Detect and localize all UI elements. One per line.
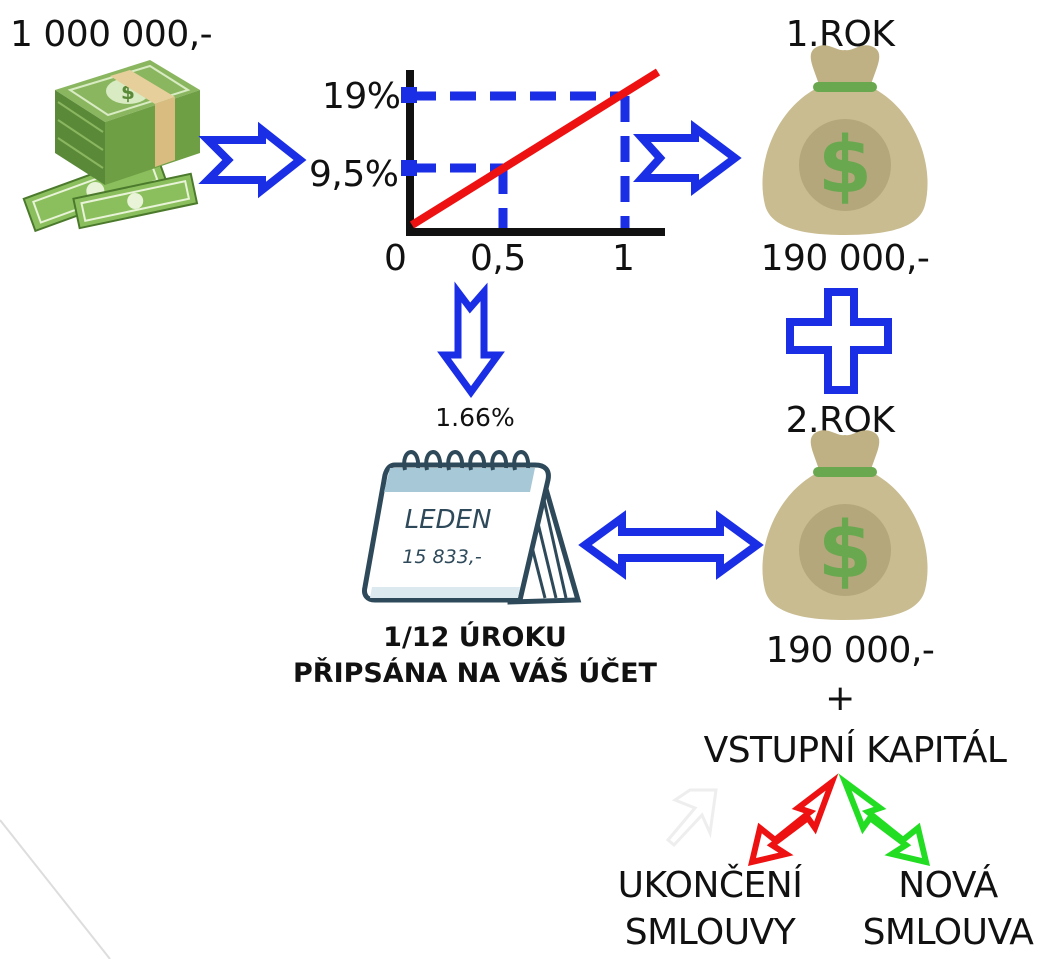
rate-line bbox=[409, 68, 661, 229]
arrow-down bbox=[437, 281, 505, 398]
year1-amount: 190 000,- bbox=[760, 238, 930, 279]
svg-text:$: $ bbox=[818, 121, 872, 211]
tick-marker-19 bbox=[401, 87, 417, 103]
calendar-month: LEDEN bbox=[405, 505, 492, 535]
arrow-red-termination bbox=[747, 773, 839, 867]
plus-sign-label: + bbox=[825, 678, 855, 719]
y-tick-9-5: 9,5% bbox=[309, 154, 399, 195]
monthly-rate-label: 1.66% bbox=[435, 403, 515, 432]
year1-title: 1.ROK bbox=[785, 14, 895, 55]
x-tick-1: 1 bbox=[612, 238, 635, 279]
money-bag-icon-year1: $ bbox=[762, 45, 928, 235]
x-tick-0: 0 bbox=[384, 238, 407, 279]
svg-text:$: $ bbox=[818, 506, 872, 596]
plus-connector bbox=[786, 288, 892, 394]
year2-title: 2.ROK bbox=[785, 400, 895, 441]
arrow-right-1 bbox=[198, 121, 307, 199]
money-stack-icon: $ bbox=[22, 60, 200, 233]
arrow-green-new-contract bbox=[838, 773, 931, 867]
rate-graph bbox=[401, 68, 665, 236]
new-contract-line-2: SMLOUVA bbox=[862, 912, 1034, 953]
decorative-corner-line bbox=[0, 819, 111, 959]
interest-line-2: PŘIPSÁNA NA VÁŠ ÚČET bbox=[293, 658, 657, 689]
entry-capital-label: VSTUPNÍ KAPITÁL bbox=[703, 730, 1007, 771]
calendar-icon: LEDEN 15 833,- bbox=[362, 450, 582, 605]
termination-line-1: UKONČENÍ bbox=[617, 865, 803, 906]
x-tick-0-5: 0,5 bbox=[470, 238, 526, 279]
y-tick-19: 19% bbox=[322, 76, 401, 117]
initial-amount-label: 1 000 000,- bbox=[10, 14, 213, 55]
arrow-right-2 bbox=[633, 120, 742, 196]
interest-line-1: 1/12 ÚROKU bbox=[383, 622, 567, 653]
money-bag-icon-year2: $ bbox=[762, 430, 928, 620]
arrow-faint bbox=[665, 788, 718, 848]
termination-line-2: SMLOUVY bbox=[624, 912, 796, 953]
year2-amount: 190 000,- bbox=[765, 630, 935, 671]
arrow-double-horizontal bbox=[578, 510, 764, 580]
new-contract-line-1: NOVÁ bbox=[898, 865, 998, 906]
tick-marker-9-5 bbox=[401, 160, 417, 176]
calendar-value: 15 833,- bbox=[402, 546, 482, 568]
